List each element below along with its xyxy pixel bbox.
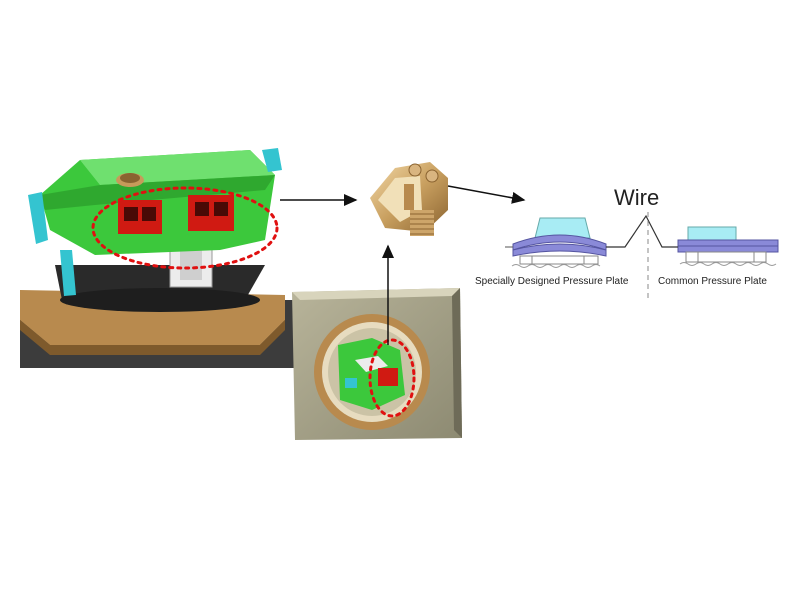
installed-socket-illustration [292, 288, 462, 440]
pressure-plate-cross-section [505, 212, 779, 300]
arrow-clamp-to-plates [447, 185, 526, 204]
common-plate-label: Common Pressure Plate [658, 276, 767, 287]
special-plate-label: Specially Designed Pressure Plate [475, 276, 629, 287]
socket-module-illustration [20, 148, 295, 368]
wire-line [606, 214, 678, 248]
wire-label: Wire [614, 185, 660, 210]
terminal-clamp-illustration [370, 162, 448, 236]
common-pressure-plate [677, 226, 779, 266]
special-pressure-plate [505, 217, 607, 268]
